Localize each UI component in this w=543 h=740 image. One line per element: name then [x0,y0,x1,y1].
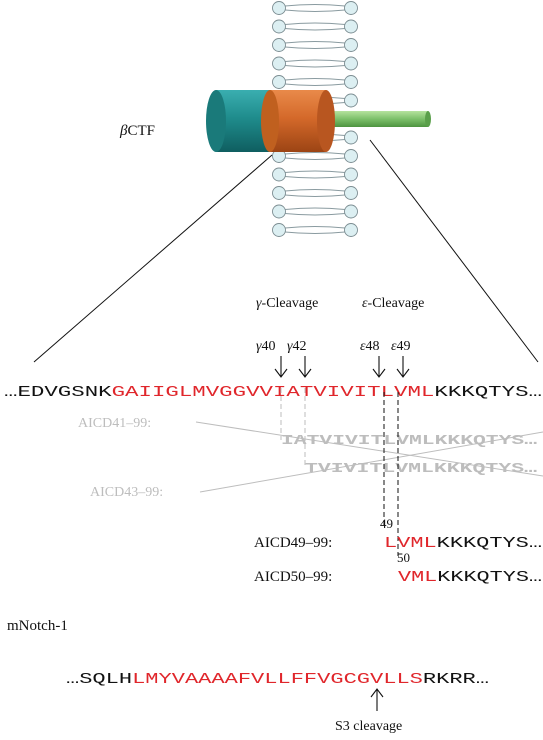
lipid-head-left [272,186,286,200]
lipid-tail [284,22,346,25]
bctf-green-tail [328,111,428,127]
lipid-tail [284,194,346,197]
lipid-head-left [272,223,286,237]
lipid-tail [284,152,346,155]
aicd49-label: AICD49–99: [254,535,332,551]
epsilon49-arrow-icon [396,356,410,378]
lipid-tail [284,176,346,179]
lipid-tail [284,213,346,216]
marker-50: 50 [397,550,410,565]
lipid-tail [284,226,346,229]
gamma42-label: γ42 [287,339,307,354]
gamma-guides [280,388,306,468]
aicd-grey-block: AICD41–99: AICD43–99: IATVIVITLVMLKKKQTY… [78,416,543,500]
gamma40-label: γ40 [256,339,276,354]
lipid-tail [284,170,346,173]
lipid-head-left [272,38,286,52]
aicd43-sequence: TVIVITLVMLKKKQTYS… [305,461,538,477]
s3-cleavage-label: S3 cleavage [335,719,402,734]
lipid-tail [284,83,346,86]
lipid-head-right [344,204,358,219]
lipid-tail [284,59,346,62]
epsilon-guides [383,392,399,556]
bctf-label: βCTF [119,123,155,139]
lipid-head-right [344,19,358,34]
lipid-head-left [272,167,286,182]
lipid-tail [284,9,346,12]
lipid-head-right [344,186,358,200]
lipid-tail [284,41,346,44]
aicd50-label: AICD50–99: [254,569,332,585]
lipid-head-right [344,223,358,237]
lipid-tail [284,65,346,68]
lipid-head-right [344,167,358,182]
lipid-head-right [344,1,358,15]
lipid-head-left [272,56,286,71]
epsilon49-label: ε49 [391,339,411,354]
lipid-tail [284,157,346,160]
lipid-head-right [344,93,358,108]
lipid-head-right [344,75,358,89]
aicd41-label: AICD41–99: [78,416,151,431]
zoom-line-left [33,154,273,363]
epsilon-cleavage-label: ε-Cleavage [362,296,424,311]
lipid-head-left [272,75,286,89]
lipid-tail [284,189,346,192]
lipid-head-right [344,130,358,145]
bctf-teal-cap [206,90,226,152]
zoom-line-right [369,139,539,363]
s3-arrow-icon [370,688,384,711]
lipid-tail [284,78,346,81]
lipid-tail [284,231,346,234]
epsilon48-arrow-icon [372,356,386,378]
mnotch-title: mNotch-1 [7,618,68,634]
marker-49: 49 [380,516,393,531]
epsilon48-label: ε48 [360,339,380,354]
lipid-head-right [344,56,358,71]
lipid-head-left [272,204,286,219]
lipid-head-left [272,1,286,15]
gamma-cleavage-label: γ-Cleavage [256,296,318,311]
app-seq-tm-region: GAIIGLMVGGVVIATVIVITLVML [112,384,435,401]
lipid-head-left [272,19,286,34]
app-seq-prefix: …EDVGSNK [4,384,112,401]
lipid-tail [284,28,346,31]
cleavage-arrows [274,356,410,378]
gamma40-arrow-icon [274,356,288,378]
lipid-head-right [344,38,358,52]
lipid-tail [284,4,346,7]
aicd41-sequence: IATVIVITLVMLKKKQTYS… [281,433,538,449]
lipid-tail [284,46,346,49]
app-seq-suffix: KKKQTYS… [434,384,542,401]
lipid-head-right [344,149,358,163]
bctf-protein [206,90,431,152]
gamma42-arrow-icon [298,356,312,378]
lipid-tail [284,207,346,210]
aicd43-label: AICD43–99: [90,485,163,500]
